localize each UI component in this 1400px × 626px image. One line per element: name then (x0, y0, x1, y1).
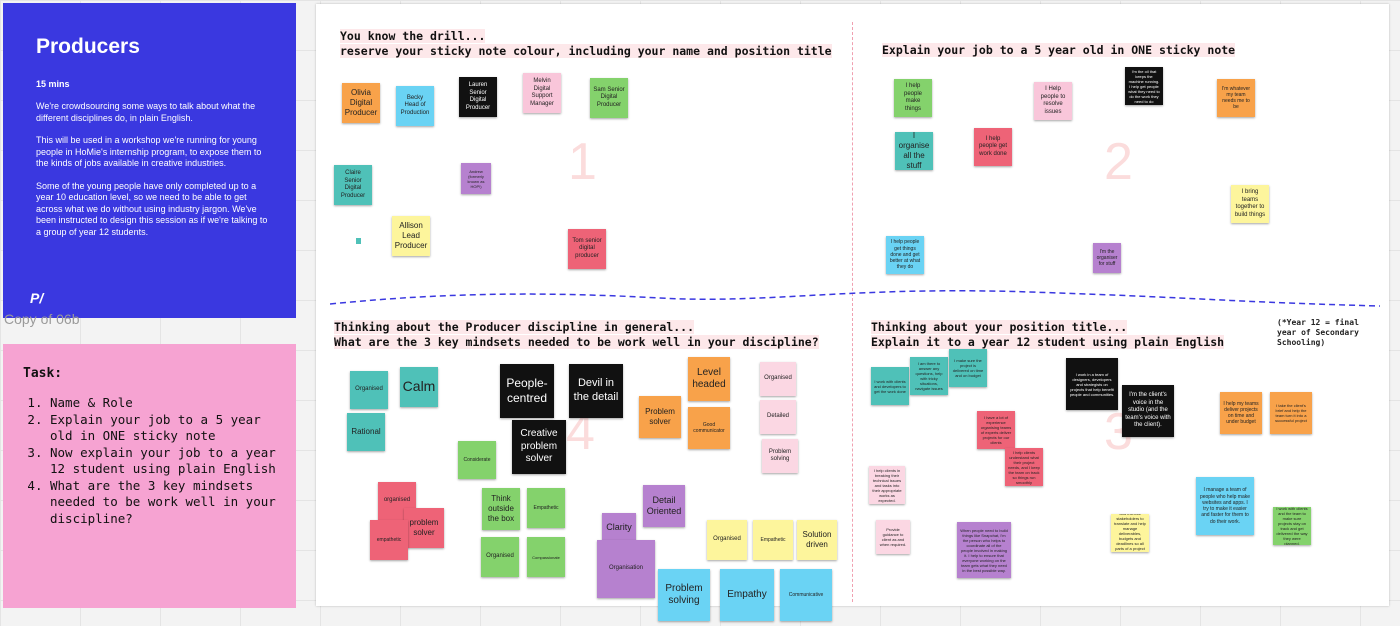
sticky-note[interactable]: Problem solver (639, 396, 681, 438)
sticky-note[interactable]: Andrew (formerly known as HOP!) (461, 163, 491, 194)
q4-heading: Thinking about your position title... Ex… (871, 320, 1225, 349)
sticky-note[interactable]: Clarity (602, 513, 636, 543)
task-item: What are the 3 key mindsets needed to be… (50, 478, 278, 528)
sticky-note[interactable]: I'm the organiser for stuff (1093, 243, 1121, 273)
sticky-note[interactable]: Organised (481, 537, 519, 577)
sticky-note[interactable]: I manage a team of people who help make … (1196, 477, 1254, 535)
brand-logo-icon: P/ (30, 290, 44, 306)
q3-heading: Thinking about the Producer discipline i… (334, 320, 819, 349)
quadrant-number: 2 (1104, 133, 1133, 191)
frame-label[interactable]: Copy of 06b (4, 311, 80, 327)
sticky-note[interactable]: Devil in the detail (569, 364, 623, 418)
task-item: Name & Role (50, 395, 278, 412)
sticky-note[interactable]: Creative problem solver (512, 420, 566, 474)
sticky-note[interactable]: I Help people to resolve issues (1034, 82, 1072, 120)
intro-paragraph: We're crowdsourcing some ways to talk ab… (36, 101, 256, 123)
sticky-note[interactable]: I'm the oil that keeps the machine runni… (1125, 67, 1163, 105)
sticky-note[interactable]: I help people get things done and get be… (886, 236, 924, 274)
intro-paragraph: This will be used in a workshop we're ru… (36, 135, 262, 168)
sticky-note[interactable]: Think outside the box (482, 488, 520, 530)
sticky-note[interactable]: Organisation (597, 540, 655, 598)
sticky-note[interactable]: Becky Head of Production (396, 86, 434, 126)
sticky-note[interactable]: Compassionate (527, 537, 565, 577)
wavy-divider (330, 290, 1380, 307)
sticky-note[interactable]: I help people make things (894, 79, 932, 117)
sticky-note[interactable]: Considerate (458, 441, 496, 479)
sticky-note[interactable]: I work with clients and the team to make… (1273, 507, 1311, 545)
sticky-note[interactable]: Good communicator (688, 407, 730, 449)
sticky-note[interactable]: Level headed (688, 357, 730, 401)
sticky-note[interactable]: problem solver (404, 508, 444, 548)
sticky-note[interactable]: I help clients in breaking their technic… (869, 466, 905, 504)
task-item: Explain your job to a 5 year old in ONE … (50, 412, 278, 445)
sticky-note[interactable]: empathetic (370, 520, 408, 560)
sticky-note[interactable]: I make sure the project is delivered on … (949, 349, 987, 387)
sticky-note[interactable]: I take the client's brief and help the t… (1270, 392, 1312, 434)
intro-duration: 15 mins (36, 79, 70, 89)
sticky-note[interactable]: Communicative (780, 569, 832, 621)
sticky-note[interactable]: Organised (707, 520, 747, 560)
sticky-note[interactable]: Claire Senior Digital Producer (334, 165, 372, 205)
intro-card[interactable]: Producers 15 mins We're crowdsourcing so… (3, 3, 296, 318)
task-item: Now explain your job to a year 12 studen… (50, 445, 278, 478)
sticky-note[interactable]: Solution driven (797, 520, 837, 560)
sticky-note[interactable]: Tom senior digital producer (568, 229, 606, 269)
sticky-note[interactable]: I'm the client's voice in the studio (an… (1122, 385, 1174, 437)
sticky-note[interactable]: Provide guidance to client as and when r… (876, 520, 910, 554)
sticky-note[interactable]: People-centred (500, 364, 554, 418)
sticky-note[interactable]: Organised (350, 371, 388, 409)
sticky-note[interactable]: Problem solving (658, 569, 710, 621)
sticky-note[interactable]: Detailed (760, 400, 796, 434)
quadrant-number: 1 (568, 133, 597, 191)
sticky-note[interactable]: Calm (400, 367, 438, 407)
tiny-sticky[interactable] (356, 238, 361, 244)
sticky-note[interactable]: Problem solving (762, 439, 798, 473)
sticky-note[interactable]: I help people get work done (974, 128, 1012, 166)
task-card[interactable]: Task: Name & Role Explain your job to a … (3, 344, 296, 608)
sticky-note[interactable]: I bring teams together to build things (1231, 185, 1269, 223)
task-list: Name & Role Explain your job to a 5 year… (23, 395, 278, 527)
task-title: Task: (23, 366, 63, 381)
sticky-note[interactable]: Organised (760, 362, 796, 396)
sticky-note[interactable]: Empathy (720, 569, 774, 621)
sticky-note[interactable]: Melvin Digital Support Manager (523, 73, 561, 113)
sticky-note[interactable]: I help clients understand what their pro… (1005, 448, 1043, 486)
sticky-note[interactable]: Olivia Digital Producer (342, 83, 380, 123)
intro-paragraph: Some of the young people have only compl… (36, 180, 268, 237)
sticky-note[interactable]: Allison Lead Producer (392, 216, 430, 256)
sticky-note[interactable]: Empathetic (527, 488, 565, 528)
sticky-note[interactable]: Lauren Senior Digital Producer (459, 77, 497, 117)
sticky-note[interactable]: I work with clients and developers to ge… (871, 367, 909, 405)
year-12-note: (*Year 12 = final year of Secondary Scho… (1277, 318, 1359, 347)
intro-title: Producers (36, 35, 140, 58)
sticky-note[interactable]: I help my teams deliver projects on time… (1220, 392, 1262, 434)
sticky-note[interactable]: I'm whatever my team needs me to be (1217, 79, 1255, 117)
q1-heading: You know the drill... reserve your stick… (340, 29, 832, 58)
sticky-note[interactable]: I work in a team of designers, developer… (1066, 358, 1118, 410)
sticky-note[interactable]: I am there to answer any questions, help… (910, 357, 948, 395)
sticky-note[interactable]: When people need to build things like Sn… (957, 522, 1011, 578)
sticky-note[interactable]: Sam Senior Digital Producer (590, 78, 628, 118)
sticky-note[interactable]: I have a lot of experience organising te… (977, 411, 1015, 449)
sticky-note[interactable]: Empathetic (753, 520, 793, 560)
sticky-note[interactable]: I organise all the stuff (895, 132, 933, 170)
q2-heading: Explain your job to a 5 year old in ONE … (882, 43, 1236, 57)
sticky-note[interactable]: I work with clients and internal stakeho… (1111, 514, 1149, 552)
vertical-divider (852, 22, 853, 602)
sticky-note[interactable]: Detail Oriented (643, 485, 685, 527)
sticky-note[interactable]: Rational (347, 413, 385, 451)
